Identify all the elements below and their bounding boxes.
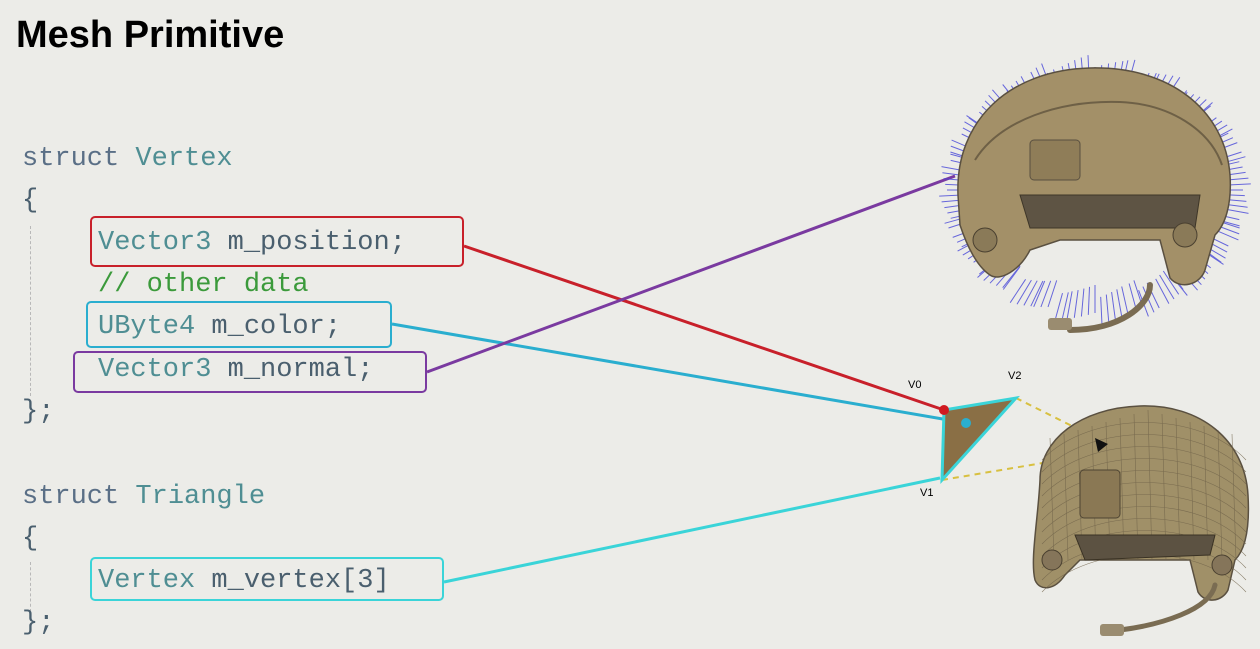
wire-line: [1049, 437, 1055, 561]
vertex-array-type: Vertex: [98, 566, 196, 596]
position-highlight-box: [90, 216, 464, 267]
vertex-close-brace: };: [22, 397, 55, 427]
normal-spike: [1100, 296, 1103, 325]
v2-label: V2: [1008, 370, 1022, 382]
normal-connector: [426, 174, 956, 374]
normal-spike: [1116, 289, 1123, 317]
normal-spike: [1121, 286, 1129, 314]
vertex-struct-name: Vertex: [135, 144, 233, 174]
helmet-wireframe-icon: [1032, 405, 1250, 636]
page-title: Mesh Primitive: [16, 14, 285, 56]
normal-spike: [1066, 291, 1073, 319]
helmet-with-normals-icon: [939, 55, 1251, 333]
normal-name: m_normal;: [227, 355, 374, 385]
struct-keyword: struct: [22, 144, 120, 174]
color-field: UByte4 m_color;: [98, 312, 341, 342]
position-name: m_position;: [227, 228, 406, 258]
v1-label: V1: [920, 487, 934, 499]
vertex-array-name: m_vertex[3]: [211, 566, 390, 596]
position-connector: [463, 244, 945, 412]
position-field: Vector3 m_position;: [98, 228, 406, 258]
wire-line: [1041, 482, 1247, 521]
v0-dot: [939, 405, 949, 415]
color-dot: [961, 418, 971, 428]
normal-spike: [1073, 290, 1079, 318]
position-type: Vector3: [98, 228, 212, 258]
triangle-open-brace: {: [22, 524, 39, 554]
color-connector: [391, 322, 967, 425]
vertex-open-brace: {: [22, 186, 39, 216]
wire-line: [1217, 429, 1223, 561]
color-highlight-box: [86, 301, 392, 348]
normal-spike: [1023, 280, 1038, 306]
normal-spike: [1054, 292, 1063, 321]
vertex-array-connector: [443, 476, 941, 584]
vertex-array-highlight-box: [90, 557, 444, 601]
normal-spike: [1030, 280, 1044, 307]
normal-spike: [1087, 286, 1090, 315]
normal-spike: [1002, 266, 1021, 290]
vertex-struct-header: struct Vertex: [22, 144, 233, 174]
vertex-array-field: Vertex m_vertex[3]: [98, 566, 390, 596]
normal-spike: [1159, 274, 1175, 300]
triangle-shape: [940, 395, 1020, 485]
wire-line: [1041, 458, 1247, 497]
wire-line: [1063, 433, 1069, 561]
triangle-struct-header: struct Triangle: [22, 482, 265, 512]
normal-field: Vector3 m_normal;: [98, 355, 373, 385]
normal-spike: [1080, 288, 1085, 317]
struct-keyword: struct: [22, 482, 120, 512]
wire-line: [1041, 494, 1247, 533]
normal-spike: [1009, 279, 1027, 303]
triangle-struct-name: Triangle: [135, 482, 266, 512]
normal-spike: [1047, 280, 1058, 308]
triangle-close-brace: };: [22, 608, 55, 638]
wire-line: [1041, 518, 1247, 557]
wire-line: [1041, 422, 1247, 461]
wire-line: [1041, 470, 1247, 509]
indent-guide: [30, 562, 31, 612]
color-name: m_color;: [211, 312, 342, 342]
v0-label: V0: [908, 379, 922, 391]
wire-line: [1041, 434, 1247, 473]
indent-guide: [30, 226, 31, 396]
normal-spike: [1061, 292, 1069, 320]
normal-spike: [1040, 280, 1052, 308]
other-data-comment: // other data: [98, 270, 309, 300]
normal-type: Vector3: [98, 355, 212, 385]
color-type: UByte4: [98, 312, 196, 342]
wire-line: [1231, 433, 1237, 561]
wire-line: [1041, 446, 1247, 485]
normal-highlight-box: [73, 351, 427, 393]
wire-line: [1041, 506, 1247, 545]
normal-spike: [1033, 280, 1046, 307]
normal-spike: [1105, 294, 1110, 323]
wire-line: [1041, 530, 1247, 569]
normal-spike: [1111, 292, 1116, 320]
normal-spike: [1016, 279, 1032, 305]
normal-spike: [1128, 283, 1137, 311]
normal-spike: [1162, 270, 1180, 295]
normal-spike: [1155, 278, 1170, 304]
normal-spike: [1002, 265, 1021, 289]
